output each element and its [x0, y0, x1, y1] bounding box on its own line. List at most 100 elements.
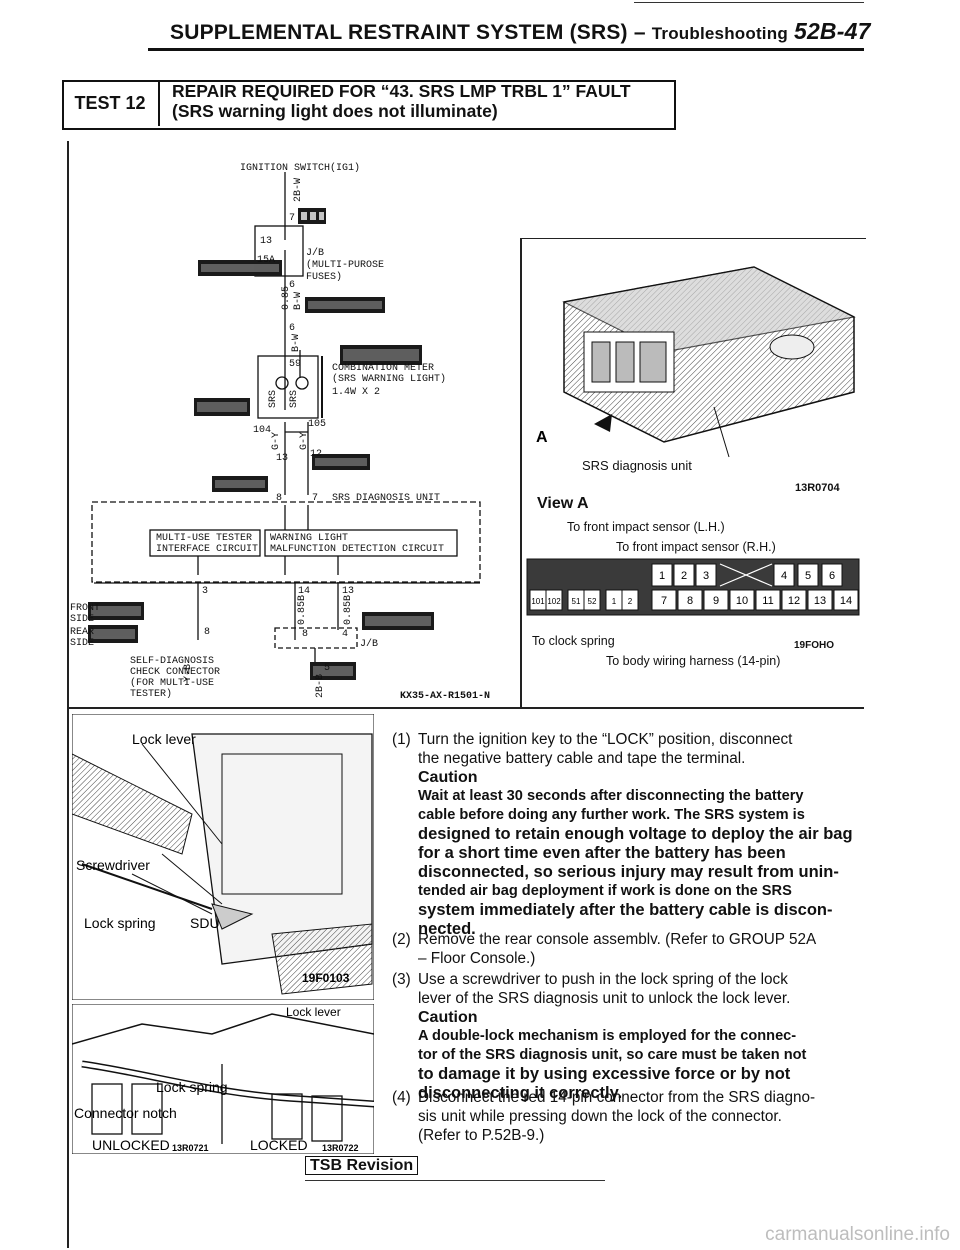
connector-pin-number: 5: [805, 570, 811, 582]
caution-1-line5: disconnected, so serious injury may resu…: [418, 863, 839, 881]
step-2-line2: – Floor Console.): [418, 950, 536, 967]
connector-pin-number: 51: [572, 597, 581, 606]
header-rule: [148, 48, 864, 51]
pin-6b: 6: [289, 323, 295, 334]
connector-pin-number: 10: [736, 595, 748, 607]
self-diag-label-4: TESTER): [130, 688, 172, 700]
connector-pin-cell: [807, 589, 833, 611]
connector-pin-number: 3: [703, 570, 709, 582]
photo2-code-a: 13R0721: [172, 1143, 209, 1153]
caution-1-line1: Wait at least 30 seconds after disconnec…: [418, 788, 804, 804]
connector-pin-cell: [677, 589, 703, 611]
unit-code: 13R0704: [795, 482, 840, 494]
jb-fuses-label-2: FUSES): [306, 271, 342, 283]
jb-fuses-label: (MULTI-PUROSE: [306, 259, 384, 271]
test-label: TEST 12: [62, 80, 160, 126]
fuse-amp: 15A: [257, 255, 275, 266]
watermark: carmanualsonline.info: [765, 1224, 950, 1245]
front-label: FRONT: [70, 603, 100, 614]
caution-1: Wait at least 30 seconds after disconnec…: [418, 787, 862, 939]
connector-pin-number: 6: [829, 570, 835, 582]
multi-use-label: MULTI-USE TESTER: [156, 533, 252, 544]
wire-085b-b: 0.85B: [343, 595, 354, 625]
step-4-line3: (Refer to P.52B-9.): [418, 1127, 545, 1144]
step-4: (4) Disconnect the red 14-pin connector …: [392, 1088, 862, 1145]
step-4-number: (4): [392, 1089, 411, 1106]
pin-5: 5: [324, 663, 330, 674]
connector-pin-number: 4: [781, 570, 787, 582]
connector-pin-number: 1: [659, 570, 665, 582]
connector-pin-cell: [821, 563, 843, 587]
connector-pin-cell: [621, 589, 639, 611]
warning-circuit-label: WARNING LIGHT: [270, 533, 348, 544]
wire-085b-a: 0.85B: [297, 595, 308, 625]
photo-lock-lever: Lock lever Screwdriver Lock spring SDU 1…: [72, 714, 374, 1000]
photo1-screwdriver: Screwdriver: [76, 857, 150, 873]
combo-meter-label-3: 1.4W X 2: [332, 387, 380, 398]
caution-1-line8: nected.: [418, 920, 476, 938]
photo2-connector-notch: Connector notch: [74, 1105, 177, 1121]
connector-pin-number: 102: [547, 597, 561, 606]
connector-pin-number: 9: [713, 595, 719, 607]
step-3-line1: Use a screwdriver to push in the lock sp…: [418, 971, 788, 988]
connector-pin-number: 2: [681, 570, 687, 582]
connector-pin-cell: [695, 563, 717, 587]
connector-pin-cell: [583, 589, 601, 611]
connector-pin-cell: [703, 589, 729, 611]
photo2-lock-lever: Lock lever: [286, 1005, 341, 1019]
jb-label: J/B: [306, 247, 324, 259]
photo2-code-b: 13R0722: [322, 1143, 359, 1153]
connector-pin-cell: [833, 589, 859, 611]
front-side-label: SIDE: [70, 614, 94, 625]
caution-2-line1: A double-lock mechanism is employed for …: [418, 1028, 797, 1044]
connector-pin-cell: [755, 589, 781, 611]
connector-pin-number: 13: [814, 595, 826, 607]
warning-circuit-label-2: MALFUNCTION DETECTION CIRCUIT: [270, 544, 444, 555]
caution-1-line7: system immediately after the battery cab…: [418, 901, 833, 919]
wire-gy-b: G-Y: [299, 432, 310, 450]
step-2-number: (2): [392, 931, 411, 948]
left-margin-rule: [67, 141, 69, 1248]
wire-2bw: 2B-W: [293, 178, 304, 202]
connector-pin-cell: [651, 563, 673, 587]
connector-pin-cell: [673, 563, 695, 587]
top-rule: [634, 2, 864, 3]
connector-pin-number: 14: [840, 595, 852, 607]
front-rh-label: To front impact sensor (R.H.): [616, 540, 776, 554]
caution-2-heading: Caution: [418, 1009, 478, 1026]
connector-pin-number: 8: [687, 595, 693, 607]
header-dash: –: [633, 21, 646, 44]
test-title-line2: (SRS warning light does not illuminate): [172, 101, 498, 121]
wire-085-a: 0.85: [281, 286, 292, 310]
caution-1-line6: tended air bag deployment if work is don…: [418, 883, 792, 899]
fuse-number: 13: [260, 236, 272, 247]
pin-8: 8: [276, 493, 282, 504]
combo-meter-label: COMBINATION METER: [332, 363, 434, 374]
wire-bw-a: B-W: [293, 292, 304, 310]
connector-pin-cell: [773, 563, 795, 587]
srs-unit-illustration: A: [536, 266, 856, 458]
wiring-code: KX35-AX-R1501-N: [400, 691, 490, 702]
connector-pin-cell: [545, 589, 563, 611]
photo1-code: 19F0103: [302, 971, 350, 985]
step-1-line1: Turn the ignition key to the “LOCK” posi…: [418, 731, 793, 748]
rear-label: REAR: [70, 627, 94, 638]
connector-pin-number: 1: [612, 597, 617, 606]
unit-caption: SRS diagnosis unit: [582, 458, 692, 473]
wire-bw-b: B-W: [291, 334, 302, 352]
pin-8c: 8: [302, 629, 308, 640]
view-a-arrow-label: A: [536, 429, 548, 446]
body-harness-label: To body wiring harness (14-pin): [606, 654, 781, 668]
connector-pin-cell: [729, 589, 755, 611]
connector-pin-cell: [781, 589, 807, 611]
caution-2: A double-lock mechanism is employed for …: [418, 1027, 862, 1103]
caution-1-line4: for a short time even after the battery …: [418, 844, 786, 862]
test-title: REPAIR REQUIRED FOR “43. SRS LMP TRBL 1”…: [172, 81, 631, 121]
rear-side-label: SIDE: [70, 638, 94, 649]
wiring-diagram: IGNITION SWITCH(IG1) J/B (MULTI-PUROSE F…: [70, 162, 490, 702]
connector-pin-number: 101: [531, 597, 545, 606]
caution-2-line3: to damage it by using excessive force or…: [418, 1065, 791, 1083]
view-a-label: View A: [537, 495, 589, 512]
connector-pin-number: 11: [762, 595, 773, 607]
